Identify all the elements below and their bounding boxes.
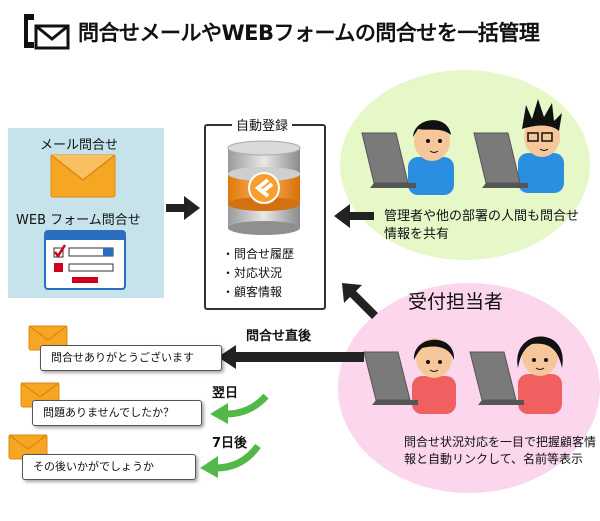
reception-person-icon: [517, 336, 563, 414]
laptop-icon: [469, 351, 524, 405]
laptop-icon: [473, 132, 528, 188]
green-arrow: [200, 444, 261, 478]
db-item-history: ・問合せ履歴: [222, 247, 295, 261]
manager-person-icon: [408, 120, 454, 195]
managers-illustration: [361, 99, 564, 195]
arrow-from-reception: [342, 283, 378, 319]
page-title: 問合せメールやWEBフォームの問合せを一括管理: [78, 21, 540, 45]
envelope-icon: [8, 434, 48, 460]
auto-registration-label: 自動登録: [232, 115, 293, 134]
share-info-text: 管理者や他の部署の人間も問合せ情報を共有: [384, 209, 580, 242]
db-item-customer-info: ・顧客情報: [222, 285, 283, 299]
database-icon: [227, 140, 301, 235]
laptop-icon: [363, 351, 418, 405]
green-arrow: [210, 394, 269, 424]
timing-label-immediate: 問合せ直後: [246, 329, 312, 344]
mail-inquiry-label: メール問合せ: [40, 138, 119, 153]
arrow-from-managers: [334, 204, 374, 228]
manager-person-icon: [518, 99, 564, 193]
timing-label-next-day: 翌日: [212, 386, 239, 401]
envelope-icon: [50, 154, 116, 198]
reception-staff-title: 受付担当者: [408, 291, 504, 313]
mail-phone-icon: [24, 14, 70, 50]
display-info-text: 問合せ状況対応を一目で把握顧客情報と自動リンクして、名前等表示: [404, 435, 597, 466]
reception-person-icon: [412, 338, 456, 414]
followup-message: 問題ありませんでしたか？: [32, 400, 202, 426]
web-form-inquiry-label: WEB フォーム問合せ: [16, 213, 141, 228]
db-item-status: ・対応状況: [222, 266, 283, 280]
followup-arrow: [218, 345, 364, 369]
timing-label-seven-days: 7日後: [212, 436, 248, 451]
followup-message: 問合せありがとうございます: [40, 345, 222, 371]
laptop-icon: [361, 132, 416, 188]
web-form-icon: [44, 230, 126, 290]
followup-message: その後いかがでしょうか: [22, 454, 196, 480]
arrow-to-database: [166, 196, 200, 220]
reception-illustration: [363, 336, 563, 414]
